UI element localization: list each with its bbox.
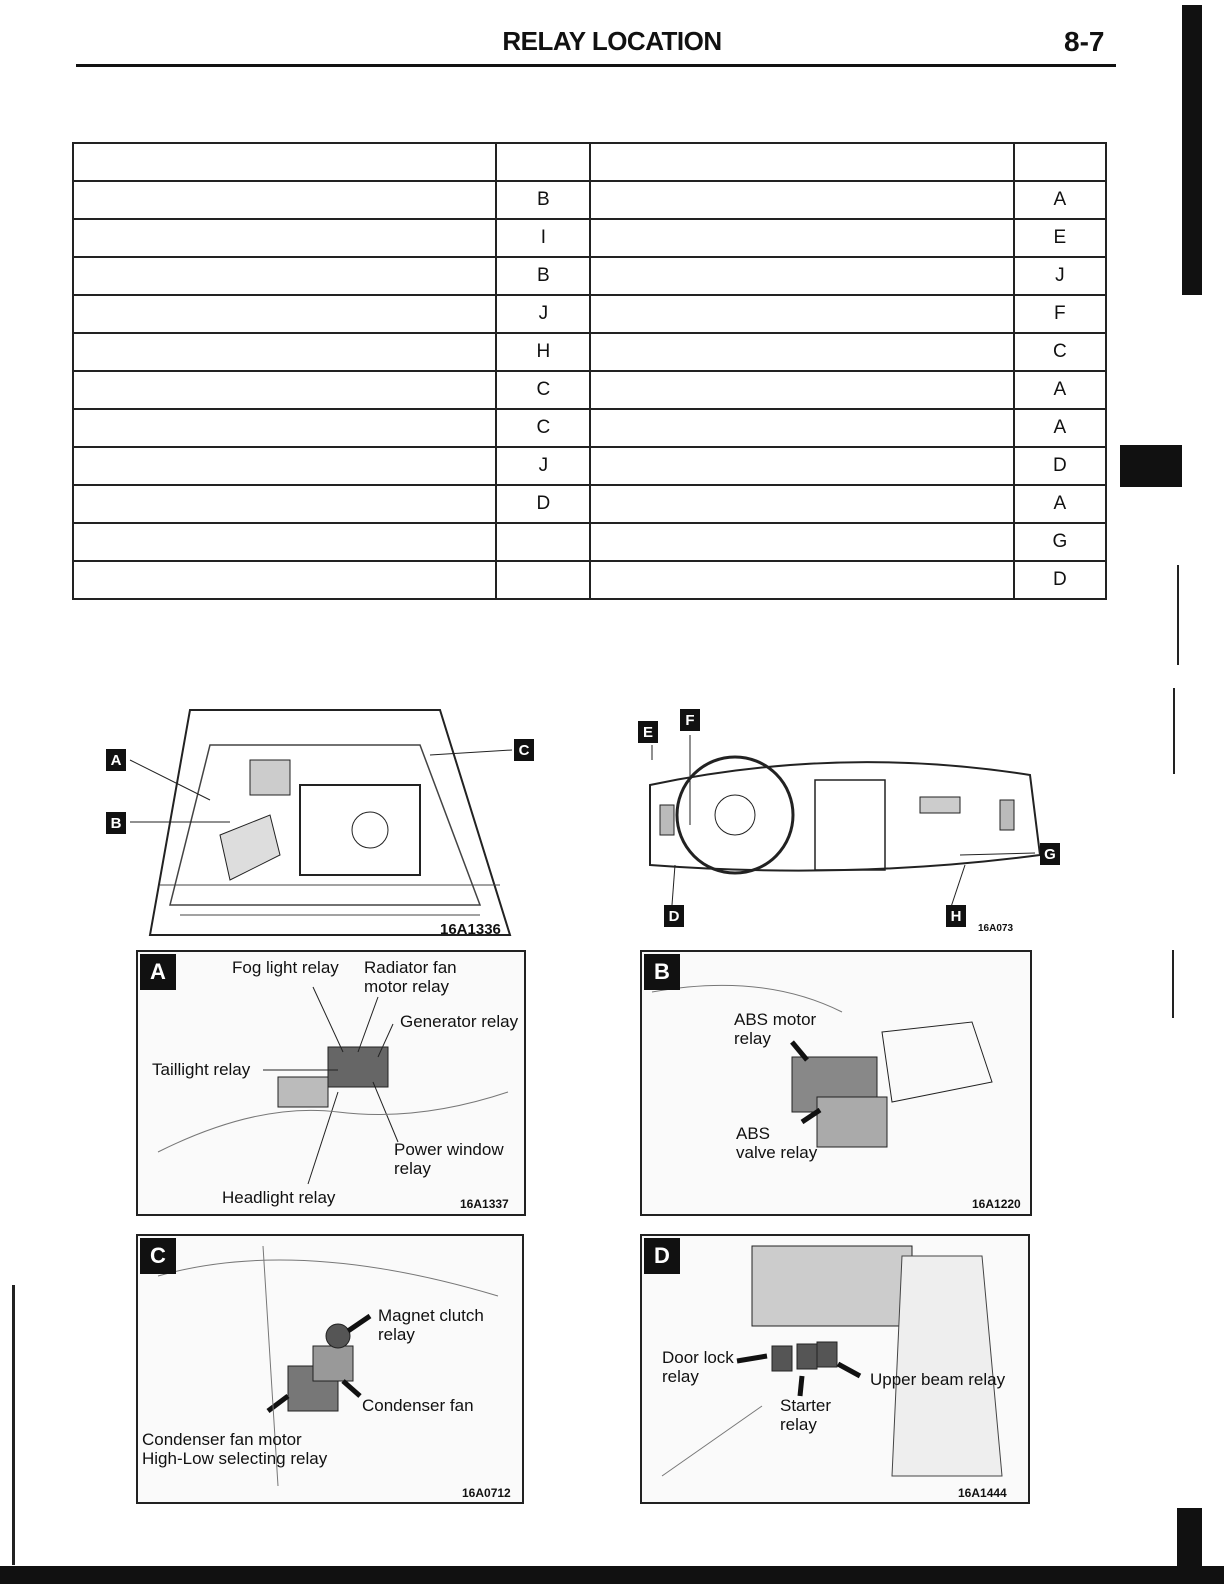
- location-code: J: [495, 446, 592, 486]
- fog-light-relay-label: Fog light relay: [232, 958, 339, 977]
- dashboard-figure: E F G D H 16A073: [630, 705, 1070, 940]
- location-code: [495, 522, 592, 562]
- figure-code: 16A1336: [440, 921, 501, 938]
- location-code: B: [495, 180, 592, 220]
- dashboard-illustration: [649, 735, 1042, 911]
- location-key-g: G: [1040, 843, 1060, 865]
- header-cell: [589, 142, 1015, 182]
- detail-figure-c: C Magnet clutch relay Condenser fan Cond…: [136, 1234, 524, 1504]
- condenser-motor-relay-label: Condenser fan motor High-Low selecting r…: [142, 1430, 328, 1468]
- location-key-d: D: [664, 905, 684, 927]
- abs-motor-relay-label: ABS motor relay: [734, 1010, 817, 1048]
- location-code: [495, 560, 592, 600]
- section-edge-bar: [1182, 5, 1202, 295]
- margin-mark: [1177, 565, 1179, 665]
- figure-code: 16A1444: [958, 1486, 1007, 1500]
- location-code: G: [1012, 522, 1108, 562]
- figure-code: 16A073: [978, 923, 1014, 934]
- header-cell: [495, 142, 592, 182]
- location-code: B: [495, 256, 592, 296]
- relay-block-illustration: [157, 986, 509, 1185]
- table-row: D: [71, 560, 1108, 600]
- location-code: D: [1012, 446, 1108, 486]
- location-code: C: [495, 370, 592, 410]
- location-code: I: [495, 218, 592, 258]
- margin-mark: [1173, 688, 1175, 774]
- header-cell: [71, 142, 498, 182]
- radiator-fan-relay-label: Radiator fan motor relay: [364, 958, 457, 996]
- engine-compartment-figure: A B C 16A1336: [100, 705, 534, 945]
- location-code: A: [1012, 180, 1108, 220]
- location-code: D: [1012, 560, 1108, 600]
- starter-relay-label: Starter relay: [780, 1396, 832, 1434]
- location-key-a: A: [106, 749, 126, 771]
- taillight-relay-label: Taillight relay: [152, 1060, 251, 1079]
- abs-relay-illustration: [651, 984, 993, 1148]
- figure-code: 16A1220: [972, 1197, 1021, 1211]
- location-code: J: [495, 294, 592, 334]
- detail-figure-b: B ABS motor relay ABS valve relay 16A122…: [640, 950, 1032, 1216]
- location-code: E: [1012, 218, 1108, 258]
- detail-figure-a: A Fog light relay Radiator fan motor rel…: [136, 950, 526, 1216]
- page-title: RELAY LOCATION: [502, 26, 722, 56]
- detail-figure-d: D Door lock relay Upper beam relay Start…: [640, 1234, 1030, 1504]
- page-bottom-bar: [0, 1566, 1224, 1584]
- figure-code: 16A1337: [460, 1197, 509, 1211]
- generator-relay-label: Generator relay: [400, 1012, 519, 1031]
- location-code: H: [495, 332, 592, 372]
- location-key-e: E: [638, 721, 658, 743]
- abs-valve-relay-label: ABS valve relay: [736, 1124, 818, 1162]
- headlight-relay-label: Headlight relay: [222, 1188, 336, 1207]
- condenser-fan-label: Condenser fan: [362, 1396, 474, 1415]
- header-cell: [1012, 142, 1108, 182]
- page-number: 8-7: [1064, 26, 1105, 57]
- door-lock-relay-label: Door lock relay: [662, 1348, 734, 1386]
- location-code: J: [1012, 256, 1108, 296]
- location-code: A: [1012, 408, 1108, 448]
- power-window-relay-label: Power window relay: [394, 1140, 504, 1178]
- location-code: F: [1012, 294, 1108, 334]
- engine-illustration: [129, 709, 513, 936]
- detail-tag: D: [644, 1238, 680, 1274]
- detail-tag: C: [140, 1238, 176, 1274]
- margin-mark: [12, 1285, 15, 1565]
- location-key-f: F: [680, 709, 700, 731]
- location-key-b: B: [106, 812, 126, 834]
- figure-code: 16A0712: [462, 1486, 511, 1500]
- detail-tag: B: [644, 954, 680, 990]
- header-rule: [76, 64, 1116, 67]
- location-code: C: [495, 408, 592, 448]
- margin-mark: [1172, 950, 1174, 1018]
- table-header-row: [71, 142, 1108, 182]
- location-code: A: [1012, 370, 1108, 410]
- door-lock-relay-illustration: [661, 1245, 1003, 1477]
- location-code: A: [1012, 484, 1108, 524]
- upper-beam-relay-label: Upper beam relay: [870, 1370, 1006, 1389]
- magnet-clutch-relay-label: Magnet clutch relay: [378, 1306, 484, 1344]
- table-row: G: [71, 522, 1108, 562]
- location-code: C: [1012, 332, 1108, 372]
- corner-mark: [1177, 1508, 1202, 1566]
- condenser-relay-illustration: [157, 1245, 499, 1487]
- location-key-c: C: [514, 739, 534, 761]
- section-tab: [1120, 445, 1182, 487]
- location-code: D: [495, 484, 592, 524]
- detail-tag: A: [140, 954, 176, 990]
- location-key-h: H: [946, 905, 966, 927]
